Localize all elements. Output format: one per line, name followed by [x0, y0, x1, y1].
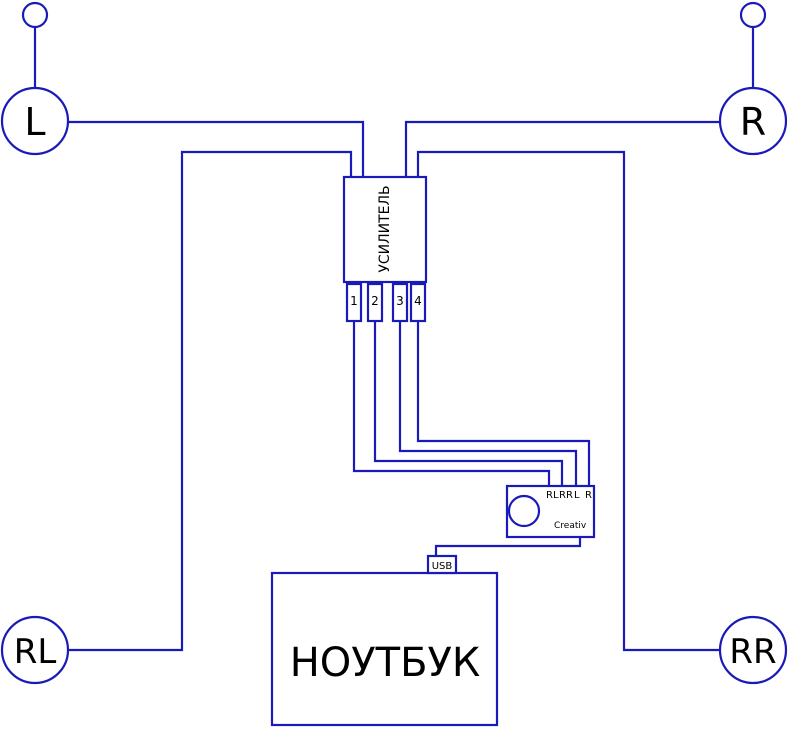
terminal-circle-r: [739, 1, 767, 29]
speaker-rr: RR: [718, 615, 788, 685]
wire-rl-amp: [67, 150, 353, 652]
connector-4-label: 4: [414, 294, 422, 308]
terminal-circle-l: [21, 1, 49, 29]
speaker-r-label: R: [740, 100, 766, 144]
wire-usb: [434, 537, 582, 556]
amplifier: УСИЛИТЕЛЬ: [342, 175, 428, 284]
output-r-label: R: [585, 490, 592, 501]
amplifier-label: УСИЛИТЕЛЬ: [377, 185, 393, 272]
connector-1-label: 1: [350, 294, 358, 308]
connector-2-label: 2: [371, 294, 379, 308]
sound-card-circle-icon: [507, 494, 541, 528]
wire-connector-4-r: [416, 321, 591, 486]
laptop: НОУТБУК: [270, 571, 499, 727]
speaker-l-label: L: [24, 100, 45, 144]
speaker-rl-label: RL: [14, 632, 57, 672]
sound-card-brand: Creativ: [554, 521, 587, 531]
speaker-l: L: [0, 86, 70, 156]
connector-3: 3: [391, 282, 409, 323]
usb-label: USB: [432, 561, 453, 572]
wire-rr-amp: [416, 150, 721, 652]
connector-4: 4: [409, 282, 427, 323]
laptop-label: НОУТБУК: [290, 640, 481, 686]
wire-connector-3-l: [398, 321, 578, 486]
speaker-r: R: [718, 86, 788, 156]
wire-l-amp: [67, 120, 365, 177]
wire-connector-1-rl: [352, 321, 551, 486]
connector-3-label: 3: [396, 294, 404, 308]
wire-connector-2-rr: [373, 321, 564, 486]
output-rl-label: RL: [546, 490, 559, 501]
speaker-rl: RL: [0, 615, 70, 685]
sound-card: RL RR L R Creativ: [505, 484, 596, 539]
usb-port: USB: [426, 554, 458, 575]
connector-1: 1: [345, 282, 363, 323]
speaker-rr-label: RR: [729, 632, 776, 672]
wire-r-amp: [404, 120, 721, 177]
output-l-label: L: [574, 490, 580, 501]
output-rr-label: RR: [559, 490, 573, 501]
connector-2: 2: [366, 282, 384, 323]
